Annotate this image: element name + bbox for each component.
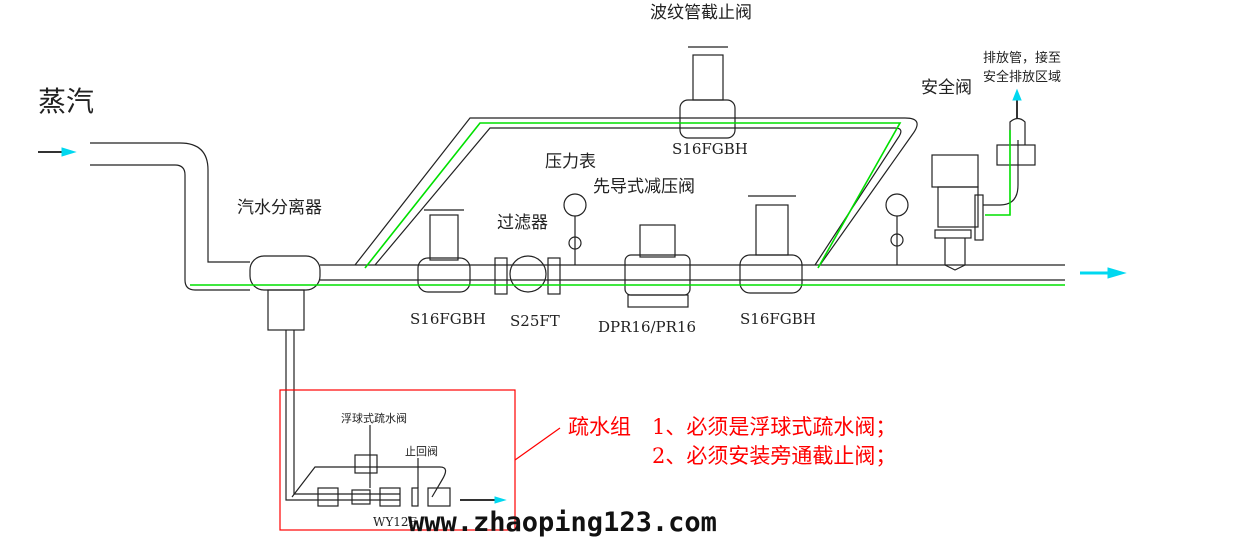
valve2-model: S16FGBH xyxy=(740,310,816,328)
main-pipe xyxy=(320,264,1065,281)
inlet-pipe-top xyxy=(90,142,250,263)
discharge-label-2: 安全排放区域 xyxy=(983,70,1062,85)
inlet-pipe-bottom xyxy=(90,164,250,291)
prv-label: 先导式减压阀 xyxy=(593,177,695,197)
strainer-model: S25FT xyxy=(510,312,560,330)
safety-valve-label: 安全阀 xyxy=(921,78,972,98)
watermark: www.zhaoping123.com xyxy=(408,507,717,538)
separator-drain xyxy=(267,289,305,331)
flow-lines xyxy=(190,122,1065,286)
check-valve-label: 止回阀 xyxy=(405,445,438,458)
flow-arrows xyxy=(38,88,1127,504)
bellows-valve-label: 波纹管截止阀 xyxy=(650,3,752,23)
drain-group-title: 疏水组 xyxy=(568,415,631,439)
drain-note-2: 2、必须安装旁通截止阀； xyxy=(652,444,897,468)
valve1-model: S16FGBH xyxy=(410,310,486,328)
drain-note-1: 1、必须是浮球式疏水阀； xyxy=(652,415,897,439)
discharge-label-1: 排放管，接至 xyxy=(983,51,1062,66)
prv-model: DPR16/PR16 xyxy=(598,318,697,336)
strainer-label: 过滤器 xyxy=(497,213,548,233)
drain-model: WY12F xyxy=(373,515,417,529)
bypass-outer xyxy=(354,117,918,266)
float-trap-label: 浮球式疏水阀 xyxy=(341,412,407,425)
steam-label: 蒸汽 xyxy=(38,85,95,118)
separator-label: 汽水分离器 xyxy=(237,198,322,218)
bypass-inner xyxy=(374,127,902,266)
pressure-gauge-label: 压力表 xyxy=(545,152,596,172)
bellows-valve-model: S16FGBH xyxy=(672,140,748,158)
drain-bypass xyxy=(291,466,447,498)
